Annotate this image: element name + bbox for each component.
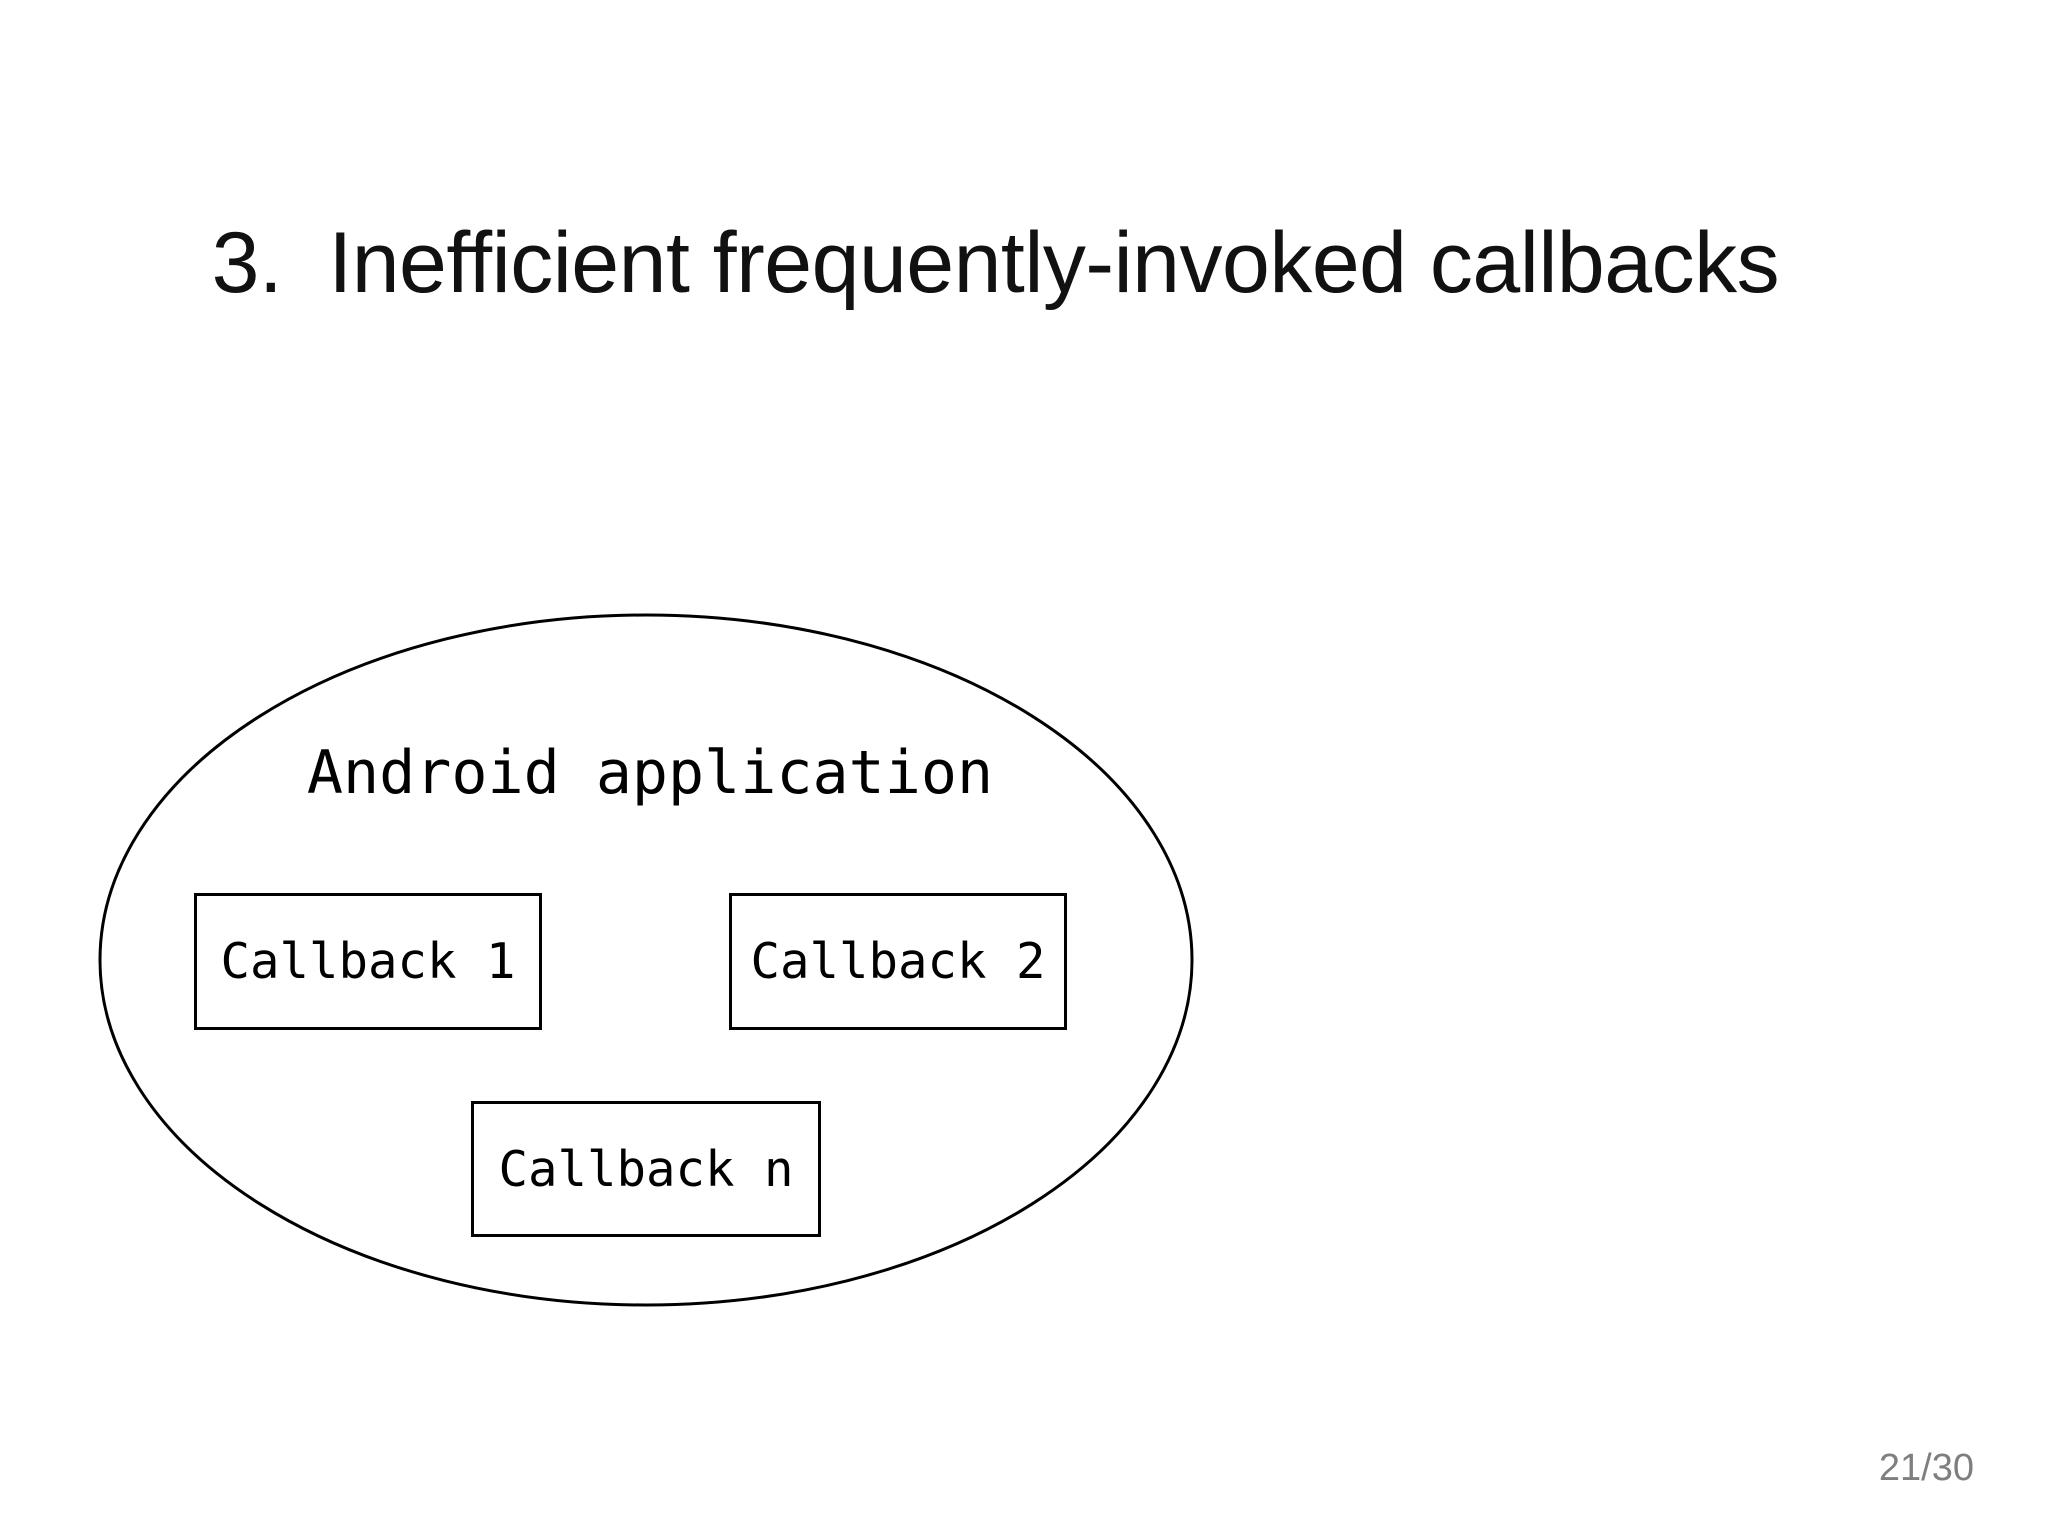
callback-box-1-label: Callback 1 xyxy=(220,933,516,990)
callback-box-2[interactable]: Callback 2 xyxy=(729,893,1067,1030)
slide-page-number: 21/30 xyxy=(1878,1447,1974,1489)
android-application-label: Android application xyxy=(306,738,994,808)
callback-box-n-label: Callback n xyxy=(498,1140,794,1198)
page-title: 3. Inefficient frequently-invoked callbac… xyxy=(118,124,1918,403)
callback-box-1[interactable]: Callback 1 xyxy=(194,893,542,1030)
title-text: Inefficient frequently-invoked callbacks xyxy=(328,214,1780,311)
title-number: 3. xyxy=(211,214,283,311)
callback-box-n[interactable]: Callback n xyxy=(471,1101,821,1237)
android-application-ellipse xyxy=(98,613,1194,1307)
callback-box-2-label: Callback 2 xyxy=(750,933,1046,990)
